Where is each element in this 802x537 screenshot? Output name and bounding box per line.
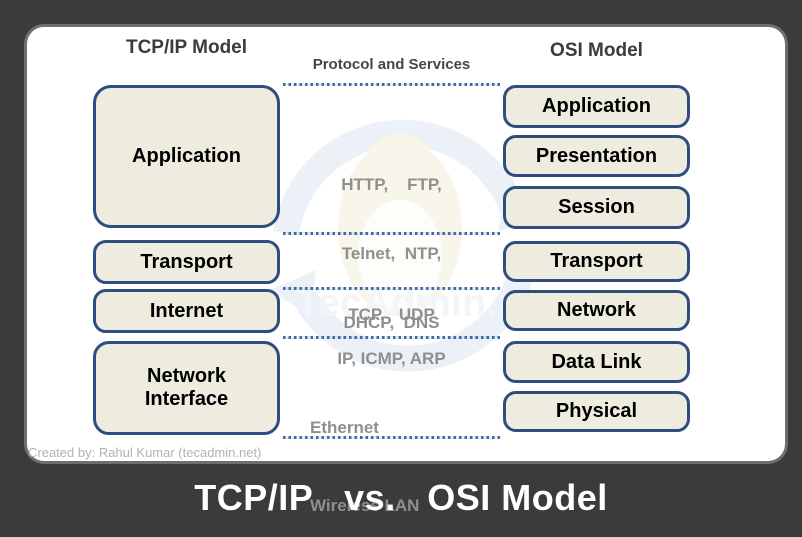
dotted-separator — [283, 232, 500, 235]
osi-layer-transport: Transport — [503, 241, 690, 282]
osi-layer-label: Presentation — [535, 144, 658, 167]
osi-layer-label: Session — [558, 196, 635, 218]
tcpip-layer-internet: Internet — [93, 289, 280, 333]
protocol-line: HTTP, FTP, — [341, 175, 442, 194]
protocol-line: Wireless LAN — [310, 496, 420, 515]
osi-layer-network: Network — [503, 290, 690, 331]
tcpip-layer-network-interface: Network Interface — [93, 341, 280, 435]
osi-layer-label: Application — [542, 95, 651, 117]
protocol-line: Telnet, NTP, — [341, 244, 442, 263]
osi-layer-label: Physical — [555, 400, 638, 422]
protocols-internet-row: IP, ICMP, ARP — [283, 301, 500, 416]
tcpip-model-header: TCP/IP Model — [125, 37, 248, 58]
protocol-line: DHCP, DNS — [343, 313, 440, 332]
tcpip-layer-transport: Transport — [93, 240, 280, 284]
page-title: TCP/IP vs. OSI Model — [194, 477, 608, 518]
protocol-line: IP, ICMP, ARP — [337, 349, 446, 368]
tcpip-layer-application: Application — [93, 85, 280, 228]
osi-layer-label: Transport — [550, 250, 643, 272]
osi-layer-presentation: Presentation — [503, 135, 690, 177]
protocols-application-row: HTTP, FTP, Telnet, NTP, DHCP, DNS — [283, 127, 500, 380]
tcpip-layer-label: Application — [132, 145, 241, 167]
protocols-network-interface-row: Ethernet Wireless LAN — [283, 363, 500, 537]
protocols-transport-row: TCP, UDP — [283, 257, 500, 372]
osi-model-header: OSI Model — [550, 40, 643, 61]
osi-layer-application: Application — [503, 85, 690, 128]
protocol-line: Ethernet — [310, 418, 379, 437]
tcpip-layer-label: Transport — [140, 250, 233, 273]
dotted-separator — [283, 436, 500, 439]
osi-layer-label: Network — [557, 299, 636, 321]
osi-layer-session: Session — [503, 186, 690, 229]
dotted-separator — [283, 336, 500, 339]
protocol-services-header: Protocol and Services — [312, 56, 471, 73]
osi-layer-physical: Physical — [503, 391, 690, 432]
tcpip-layer-label: Internet — [149, 299, 224, 322]
osi-layer-data-link: Data Link — [503, 341, 690, 383]
tcpip-layer-label: Network Interface — [144, 365, 229, 410]
dotted-separator — [283, 287, 500, 290]
protocol-line: TCP, UDP — [348, 305, 435, 324]
osi-layer-label: Data Link — [551, 350, 642, 373]
credit-text: Created by: Rahul Kumar (tecadmin.net) — [28, 445, 262, 460]
dotted-separator — [283, 83, 500, 86]
